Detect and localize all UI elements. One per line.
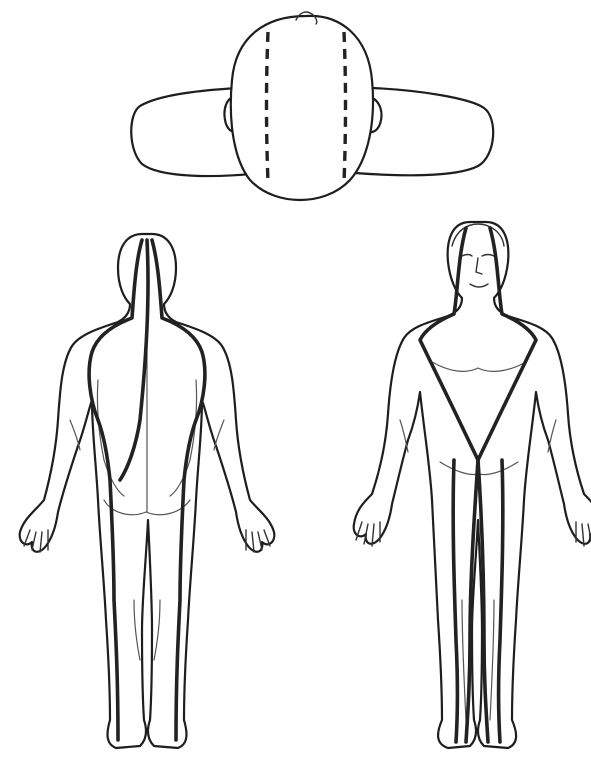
head-top-view-meridian-right	[344, 32, 346, 182]
front-view-body-outline	[354, 222, 591, 748]
head-top-view-skull	[231, 16, 373, 200]
back-view-figure	[20, 234, 275, 748]
head-top-view	[131, 12, 493, 200]
head-top-view-meridian-left	[267, 32, 269, 182]
front-view-figure	[354, 222, 591, 748]
